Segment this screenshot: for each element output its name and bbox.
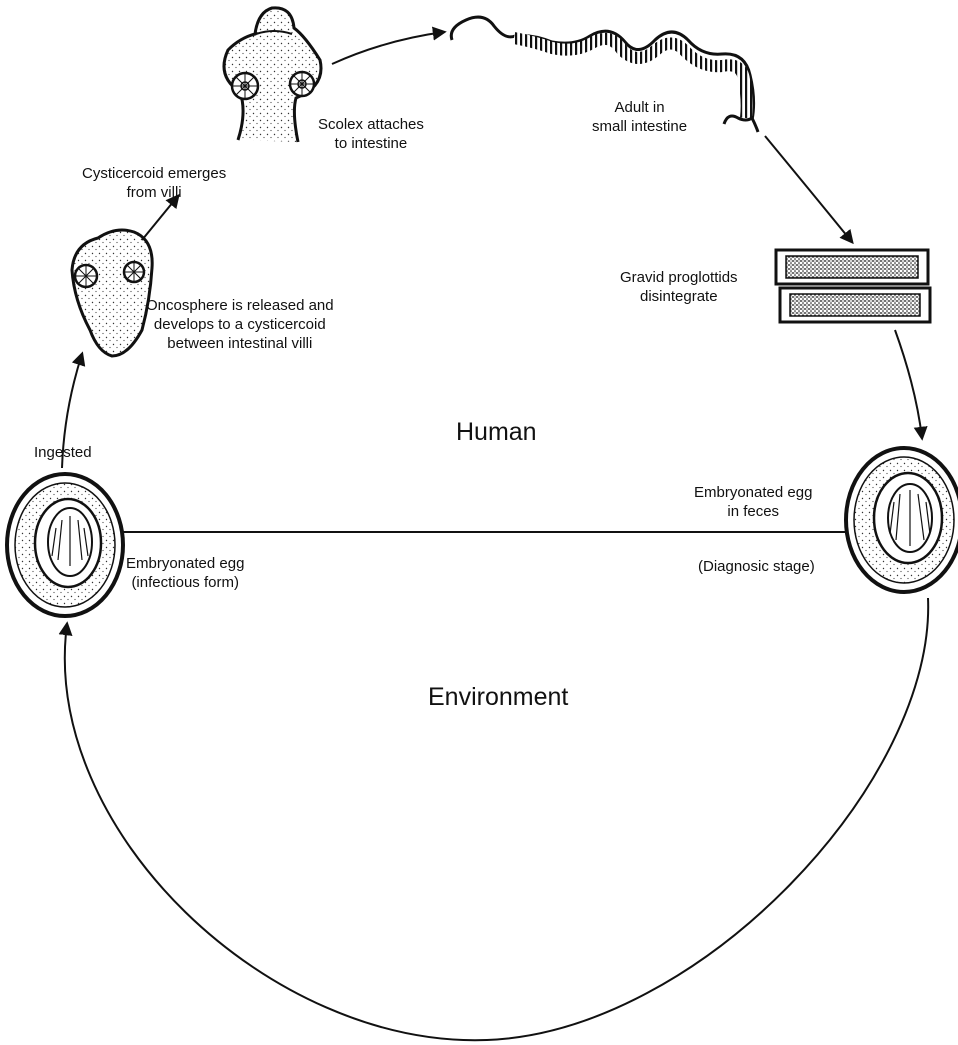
egg-icon xyxy=(5,472,125,618)
label-egg-feces-line2: in feces xyxy=(727,503,780,520)
label-egg-infectious-line2: (infectious form) xyxy=(131,574,239,591)
label-egg-feces: Embryonated egg in feces xyxy=(694,483,812,521)
label-adult-line2: small intestine xyxy=(592,118,688,135)
label-gravid: Gravid proglottids disintegrate xyxy=(620,268,738,306)
egg-icon xyxy=(844,446,958,594)
label-egg-infectious: Embryonated egg (infectious form) xyxy=(126,554,244,592)
region-environment: Environment xyxy=(428,683,569,711)
label-oncosphere-line3: between intestinal villi xyxy=(167,335,313,352)
label-adult: Adult in small intestine xyxy=(592,98,687,136)
label-cysticercoid-line1: Cysticercoid emerges xyxy=(82,165,227,182)
label-scolex-line1: Scolex attaches xyxy=(318,116,424,133)
label-cysticercoid: Cysticercoid emerges from villi xyxy=(82,164,226,202)
emerges-arrow xyxy=(141,193,180,241)
label-diagnostic: (Diagnosic stage) xyxy=(698,558,815,575)
label-egg-infectious-line1: Embryonated egg xyxy=(126,555,245,572)
cysticercoid-icon xyxy=(70,228,154,358)
label-cysticercoid-line2: from villi xyxy=(126,184,182,201)
adult-to-proglottids-arrow xyxy=(764,135,854,245)
proglottids-to-egg-arrow xyxy=(894,329,928,441)
label-adult-line1: Adult in xyxy=(614,99,665,116)
label-oncosphere: Oncosphere is released and develops to a… xyxy=(146,296,334,353)
label-scolex-line2: to intestine xyxy=(334,135,408,152)
region-human: Human xyxy=(456,418,537,446)
label-ingested: Ingested xyxy=(34,444,92,461)
scolex-icon xyxy=(222,6,323,143)
label-gravid-line1: Gravid proglottids xyxy=(620,269,738,286)
ingested-arrow xyxy=(61,351,86,469)
gravid-proglottids-icon xyxy=(774,248,932,324)
label-egg-feces-line1: Embryonated egg xyxy=(694,484,813,501)
attach-arrow xyxy=(331,26,447,65)
adult-worm-icon xyxy=(449,15,760,133)
label-gravid-line2: disintegrate xyxy=(640,288,718,305)
environment-cycle-arrow xyxy=(58,597,930,1042)
label-scolex: Scolex attaches to intestine xyxy=(318,115,424,153)
label-oncosphere-line1: Oncosphere is released and xyxy=(146,297,334,314)
label-oncosphere-line2: develops to a cysticercoid xyxy=(153,316,326,333)
